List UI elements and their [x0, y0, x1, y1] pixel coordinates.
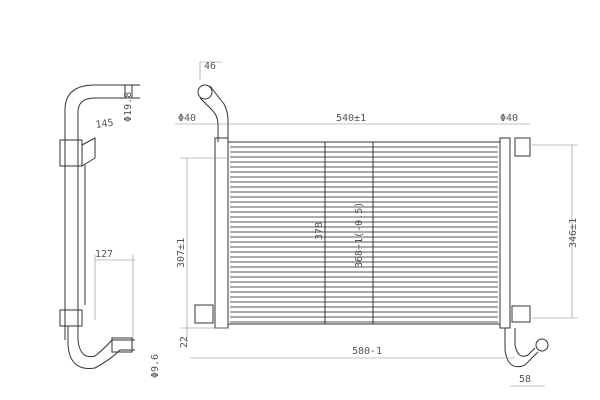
label-right-diameter: Φ40 [500, 113, 518, 124]
label-core-height: 307±1 [176, 238, 187, 268]
outlet-pipe [504, 328, 549, 368]
inlet-pipe [197, 61, 229, 142]
label-pipe-diameter-bottom: Φ9.6 [150, 354, 161, 378]
dimension-lines [175, 123, 578, 387]
label-bottom-offset: 22 [179, 336, 190, 348]
dimension-labels: 46 Φ40 540±1 Φ40 145 Φ19.8 307±1 378 368… [95, 61, 579, 385]
side-view [59, 84, 140, 370]
label-overall-width: 580-1 [352, 346, 382, 357]
label-left-diameter: Φ40 [178, 113, 196, 124]
label-lower-pipe-length: 127 [95, 249, 113, 260]
label-pipe-diameter-top: Φ19.8 [123, 92, 134, 122]
label-tank-height: 368+1(-0.5) [354, 202, 365, 268]
label-inlet-offset: 46 [204, 61, 216, 72]
label-bracket-spacing: 346±1 [568, 218, 579, 248]
label-overall-height: 378 [314, 222, 325, 240]
label-core-width: 540±1 [336, 113, 366, 124]
label-side-pipe-length: 145 [95, 118, 114, 131]
condenser-core [194, 137, 531, 329]
label-outlet-offset: 58 [519, 374, 531, 385]
